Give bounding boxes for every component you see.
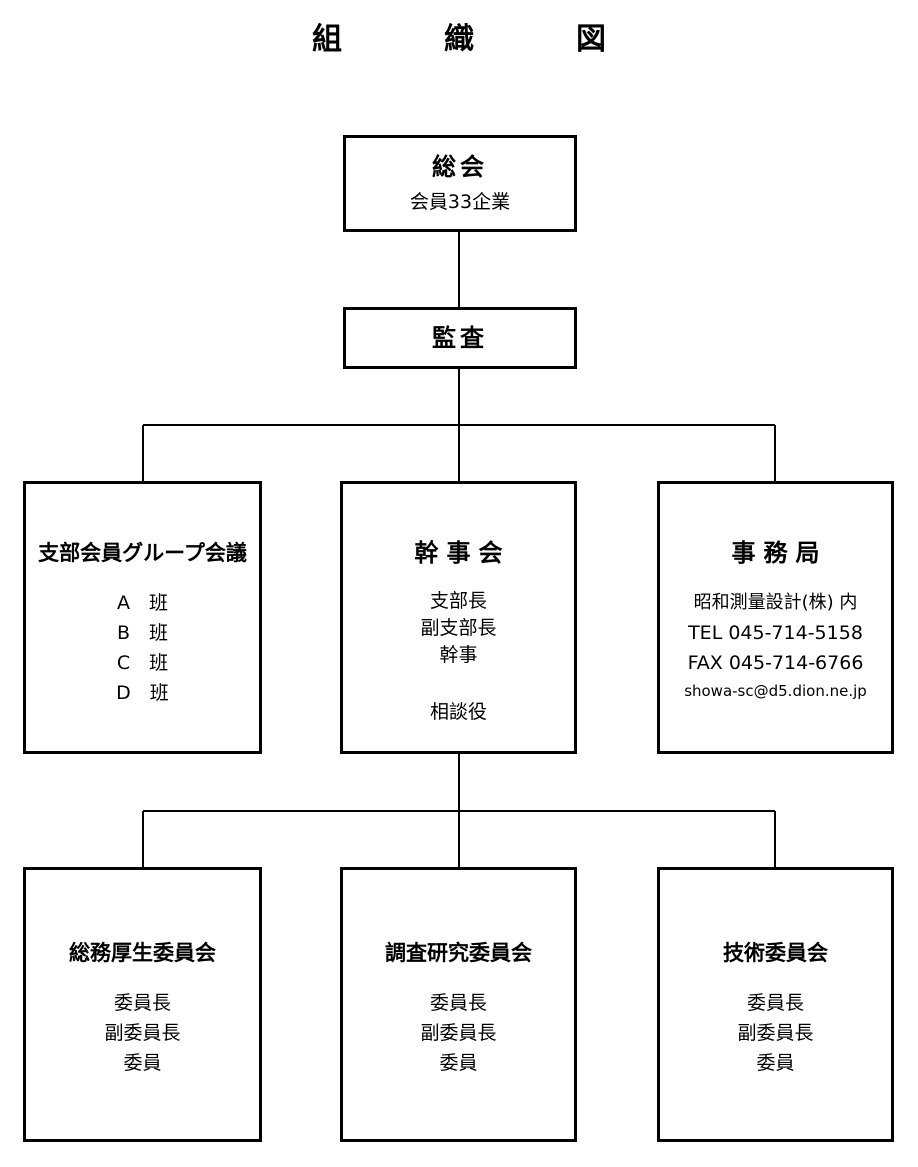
secretariat-fax: FAX 045-714-6766 [687,652,864,674]
list-item: C 班 [116,652,169,674]
committee-box-technical: 技術委員会 委員長 副委員長 委員 [657,867,894,1142]
list-item: 幹事 [439,644,478,666]
committee-title: 技術委員会 [723,941,828,965]
list-item: 副支部長 [420,617,497,639]
branch-group-title: 支部会員グループ会議 [38,541,247,565]
general-meeting-subtitle: 会員33企業 [409,191,511,213]
list-item: 委員 [439,1052,478,1074]
secretariat-title: 事務局 [731,539,828,567]
committee-title: 調査研究委員会 [385,941,532,965]
branch-group-box: 支部会員グループ会議 A 班 B 班 C 班 D 班 [23,481,262,754]
list-item: D 班 [116,682,169,704]
list-item: A 班 [117,592,168,614]
committee-box-general-affairs: 総務厚生委員会 委員長 副委員長 委員 [23,867,262,1142]
executive-title: 幹事会 [414,539,511,567]
secretariat-org: 昭和測量設計(株) 内 [693,592,858,613]
general-meeting-title: 総会 [432,153,488,181]
list-item: 委員長 [429,992,487,1014]
list-item: 委員長 [113,992,171,1014]
executive-advisor: 相談役 [429,701,487,723]
audit-box: 監査 [343,307,577,369]
list-item: 委員 [123,1052,162,1074]
list-item: 支部長 [429,590,487,612]
committee-title: 総務厚生委員会 [69,941,216,965]
list-item: 副委員長 [104,1022,181,1044]
audit-title: 監査 [432,324,488,352]
secretariat-box: 事務局 昭和測量設計(株) 内 TEL 045-714-5158 FAX 045… [657,481,894,754]
list-item: 副委員長 [737,1022,814,1044]
executive-box: 幹事会 支部長 副支部長 幹事 相談役 [340,481,577,754]
list-item: B 班 [116,622,169,644]
secretariat-email: showa-sc@d5.dion.ne.jp [684,682,867,700]
list-item: 委員長 [746,992,804,1014]
committee-box-research: 調査研究委員会 委員長 副委員長 委員 [340,867,577,1142]
list-item: 委員 [756,1052,795,1074]
secretariat-tel: TEL 045-714-5158 [688,622,863,644]
general-meeting-box: 総会 会員33企業 [343,135,577,232]
list-item: 副委員長 [420,1022,497,1044]
page-title: 組 織 図 [312,22,642,57]
